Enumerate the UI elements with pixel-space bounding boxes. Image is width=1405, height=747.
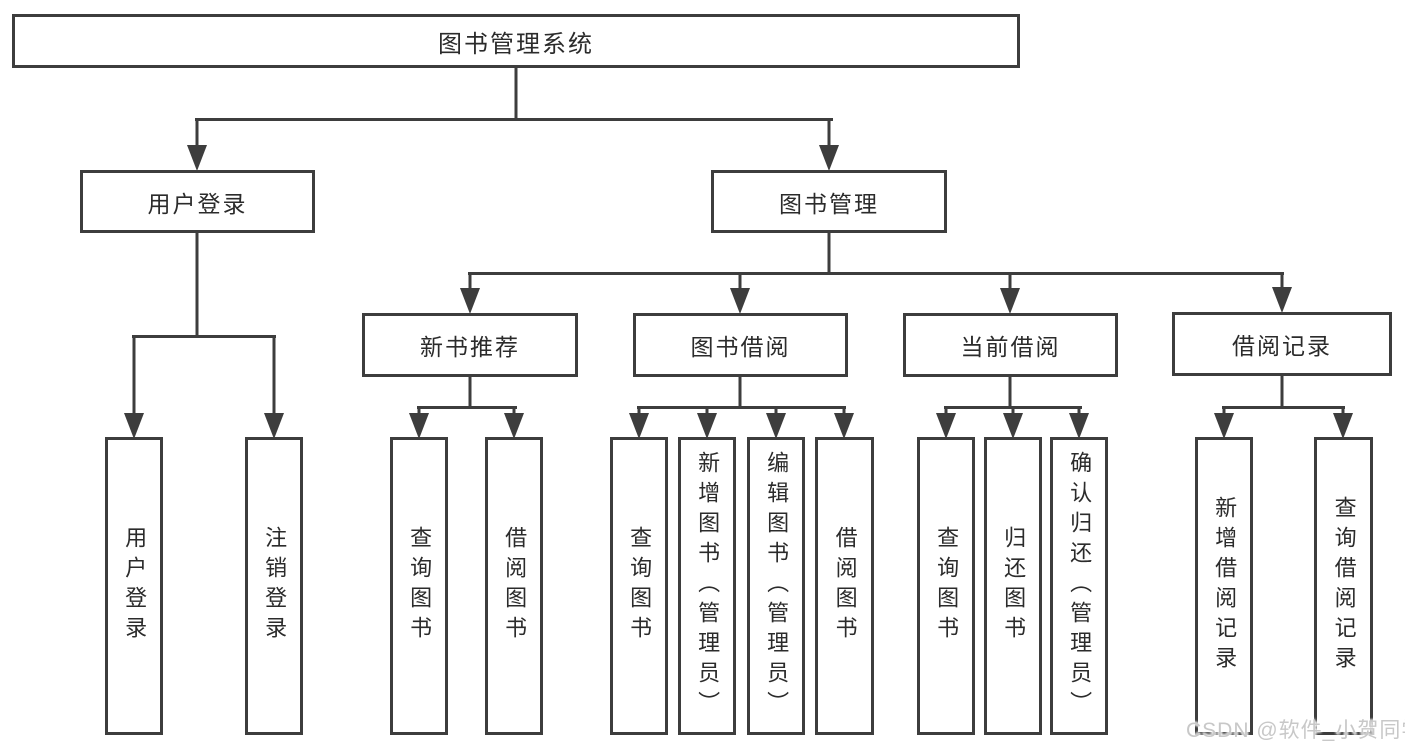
- connector-line: [1280, 272, 1284, 294]
- connector-line: [738, 377, 742, 408]
- arrowhead-icon: [1333, 413, 1353, 439]
- leaf-newbook-borrow-books: 借阅图书: [485, 437, 543, 735]
- node-label: 查询图书: [934, 526, 960, 646]
- node-label: 新增借阅记录: [1212, 496, 1238, 676]
- arrowhead-icon: [1214, 413, 1234, 439]
- connector-line: [272, 335, 276, 419]
- arrowhead-icon: [819, 145, 839, 171]
- connector-line: [132, 335, 276, 338]
- arrowhead-icon: [1272, 287, 1292, 313]
- leaf-borrow-query-books: 查询图书: [610, 437, 668, 735]
- node-new-book-recommend: 新书推荐: [362, 313, 578, 377]
- arrowhead-icon: [1000, 288, 1020, 314]
- connector-line: [468, 272, 472, 294]
- leaf-newbook-query-books: 查询图书: [390, 437, 448, 735]
- node-label: 图书借阅: [690, 334, 791, 360]
- node-label: 借阅记录: [1232, 333, 1332, 359]
- node-label: 用户登录: [122, 526, 148, 646]
- leaf-user-login: 用户登录: [105, 437, 163, 735]
- node-label: 查询图书: [627, 526, 653, 646]
- node-current-borrow: 当前借阅: [903, 313, 1118, 377]
- arrowhead-icon: [1003, 413, 1023, 439]
- arrowhead-icon: [264, 413, 284, 439]
- connector-line: [195, 118, 199, 154]
- node-label: 新书推荐: [420, 334, 520, 360]
- connector-line: [514, 68, 518, 120]
- leaf-record-add: 新增借阅记录: [1195, 437, 1253, 735]
- node-book-management: 图书管理: [711, 170, 947, 233]
- node-label: 用户登录: [147, 190, 248, 217]
- connector-line: [827, 233, 831, 275]
- arrowhead-icon: [409, 413, 429, 439]
- node-label: 编辑图书（管理员）: [764, 451, 790, 721]
- leaf-borrow-add-books-admin: 新增图书（管理员）: [678, 437, 736, 735]
- leaf-borrow-edit-books-admin: 编辑图书（管理员）: [747, 437, 805, 735]
- leaf-record-query: 查询借阅记录: [1314, 437, 1373, 735]
- node-label: 查询借阅记录: [1331, 496, 1357, 676]
- watermark: CSDN @软件_小贺同学: [1186, 719, 1405, 742]
- node-label: 查询图书: [407, 526, 433, 646]
- connector-line: [195, 233, 199, 337]
- node-label: 归还图书: [1001, 526, 1027, 646]
- node-label: 图书管理系统: [438, 30, 594, 58]
- arrowhead-icon: [460, 288, 480, 314]
- arrowhead-icon: [629, 413, 649, 439]
- node-label: 借阅图书: [502, 526, 528, 646]
- arrowhead-icon: [730, 288, 750, 314]
- arrowhead-icon: [766, 413, 786, 439]
- connector-line: [637, 406, 846, 409]
- arrowhead-icon: [697, 413, 717, 439]
- node-label: 注销登录: [262, 526, 288, 646]
- arrowhead-icon: [187, 145, 207, 171]
- connector-line: [738, 272, 742, 294]
- node-borrow-record: 借阅记录: [1172, 312, 1392, 376]
- node-label: 新增图书（管理员）: [695, 451, 721, 721]
- connector-line: [468, 272, 1284, 275]
- leaf-current-query-books: 查询图书: [917, 437, 975, 735]
- arrowhead-icon: [124, 413, 144, 439]
- connector-line: [1008, 377, 1012, 408]
- leaf-current-return-books: 归还图书: [984, 437, 1042, 735]
- arrowhead-icon: [834, 413, 854, 439]
- arrowhead-icon: [1069, 413, 1089, 439]
- node-label: 确认归还（管理员）: [1067, 451, 1093, 721]
- leaf-borrow-borrow-books: 借阅图书: [815, 437, 874, 735]
- connector-line: [1008, 272, 1012, 294]
- node-user-login: 用户登录: [80, 170, 315, 233]
- connector-line: [417, 406, 517, 409]
- arrowhead-icon: [936, 413, 956, 439]
- node-label: 借阅图书: [832, 526, 858, 646]
- node-root: 图书管理系统: [12, 14, 1020, 68]
- connector-line: [468, 377, 472, 408]
- connector-line: [827, 118, 831, 154]
- leaf-logout-login: 注销登录: [245, 437, 303, 735]
- connector-line: [195, 118, 833, 121]
- node-label: 图书管理: [779, 190, 879, 217]
- connector-line: [132, 335, 136, 419]
- node-book-borrow: 图书借阅: [633, 313, 848, 377]
- connector-line: [1222, 406, 1345, 409]
- node-label: 当前借阅: [960, 334, 1061, 360]
- arrowhead-icon: [504, 413, 524, 439]
- connector-line: [1280, 376, 1284, 408]
- leaf-current-confirm-return-admin: 确认归还（管理员）: [1050, 437, 1108, 735]
